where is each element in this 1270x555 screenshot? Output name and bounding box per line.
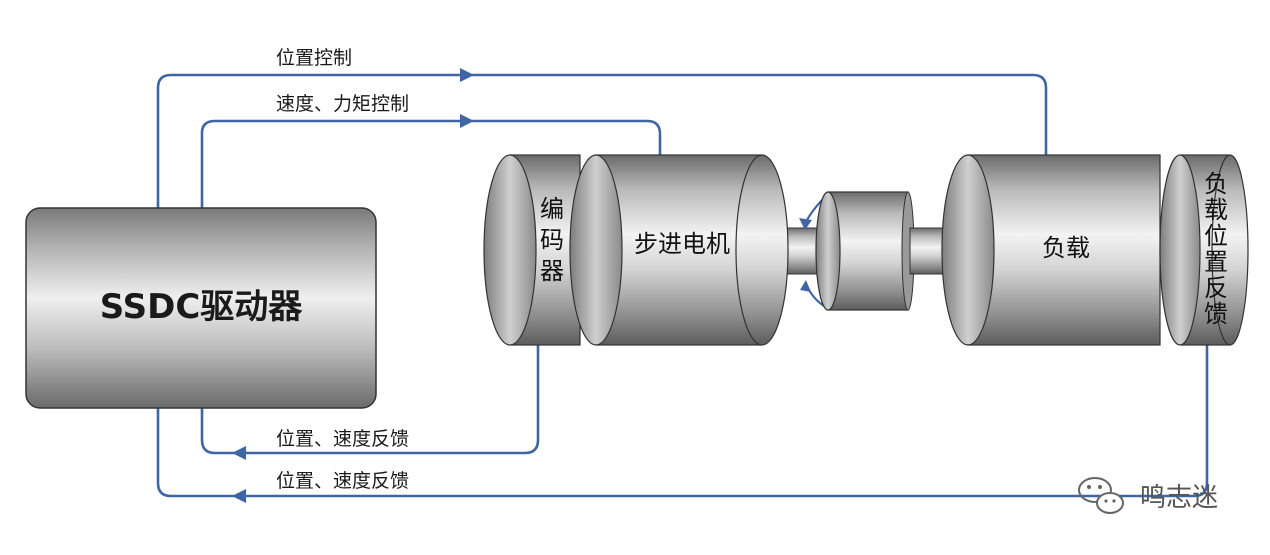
label-feedback-outer: 位置、速度反馈: [276, 470, 409, 492]
stepper-motor: 步进电机: [569, 154, 789, 346]
arrow-right-icon: [460, 68, 474, 82]
label-feedback-inner: 位置、速度反馈: [276, 428, 409, 450]
load: 负载: [941, 154, 1161, 346]
arrow-left-icon: [232, 446, 246, 460]
arrow-left-icon: [232, 489, 246, 503]
load-feedback-char-3: 位: [1204, 222, 1228, 250]
rotation-indicator: [799, 195, 827, 307]
watermark: 鸣志迷: [1078, 477, 1218, 514]
wire-position-control: [156, 68, 1048, 208]
encoder: 编 码 器: [483, 154, 581, 346]
load-feedback-char-5: 反: [1204, 274, 1228, 302]
label-speed-torque-control: 速度、力矩控制: [276, 93, 409, 115]
encoder-char-2: 码: [540, 226, 564, 254]
arrow-right-icon: [460, 114, 474, 128]
encoder-char-1: 编: [540, 195, 564, 223]
coupling: [815, 191, 915, 311]
label-position-control: 位置控制: [276, 47, 352, 69]
load-feedback-char-4: 置: [1204, 248, 1228, 276]
rotate-arrow-icon: [799, 218, 812, 230]
load-feedback-char-2: 载: [1204, 196, 1228, 224]
watermark-text: 鸣志迷: [1140, 483, 1218, 513]
driver-label: SSDC驱动器: [100, 287, 304, 327]
load-feedback-char-1: 负: [1204, 170, 1228, 198]
rotate-arrow-icon: [800, 280, 811, 292]
wechat-icon: [1078, 477, 1124, 514]
wire-feedback-inner: [200, 345, 540, 460]
load-label: 负载: [1042, 234, 1090, 262]
load-feedback-char-6: 馈: [1204, 300, 1228, 328]
load-feedback-sensor: 负 载 位 置 反 馈: [1159, 154, 1249, 346]
driver-box: SSDC驱动器: [25, 207, 377, 409]
motor-label: 步进电机: [634, 230, 730, 258]
encoder-char-3: 器: [540, 257, 564, 285]
wire-feedback-outer: [156, 345, 1209, 503]
wire-speed-torque-control: [200, 114, 662, 208]
